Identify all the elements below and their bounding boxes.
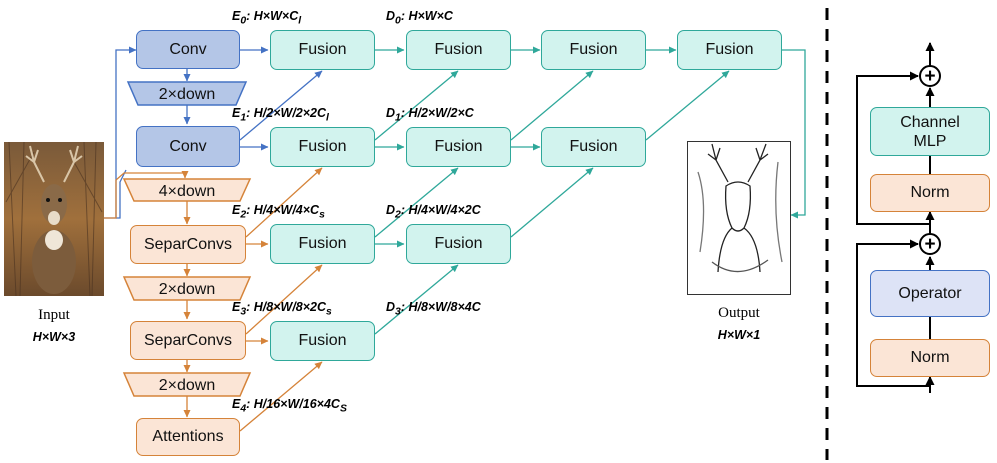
input-caption: Input: [38, 307, 70, 323]
channel-mlp-line2: MLP: [913, 132, 947, 150]
add-symbol-bottom: +: [924, 234, 935, 255]
fusion-1-1: Fusion: [406, 127, 511, 167]
add-symbol-top: +: [924, 66, 935, 87]
separ3-to-fusion20-arrow: [245, 264, 323, 335]
fusion-0-1: Fusion: [406, 30, 511, 70]
f11-to-f02-arrow: [510, 70, 594, 141]
separ2-box: SeparConvs: [130, 225, 246, 264]
label-d3: D3: H/8×W/8×4C: [386, 300, 481, 318]
conv1-box: Conv: [136, 126, 240, 167]
conv1-to-fusion00-arrow: [239, 70, 323, 141]
label-e0: E0: H×W×Cl: [232, 9, 302, 27]
down2c-trapezoid: [122, 372, 252, 397]
down2b-trapezoid: [122, 276, 252, 301]
fusion-1-2: Fusion: [541, 127, 646, 167]
label-d0: D0: H×W×C: [386, 9, 453, 27]
input-to-conv1-arrow: [116, 169, 127, 219]
down2c-label: 2×down: [159, 377, 216, 394]
operator-box: Operator: [870, 270, 990, 317]
separ3-box: SeparConvs: [130, 321, 246, 360]
norm-top-box: Norm: [870, 174, 990, 212]
output-caption: Output: [718, 305, 760, 321]
label-e2: E2: H/4×W/4×Cs: [232, 203, 325, 221]
norm-bottom-box: Norm: [870, 339, 990, 377]
channel-mlp-line1: Channel: [900, 113, 960, 131]
f20-to-f11-arrow: [374, 167, 459, 238]
down4-label: 4×down: [159, 183, 216, 200]
edge-map-icon: [697, 143, 783, 273]
add-circle-bottom: [919, 233, 941, 255]
fusion-0-0: Fusion: [270, 30, 375, 70]
separ2-to-fusion10-arrow: [245, 167, 323, 238]
residual2-arrow: [856, 71, 930, 225]
down2b-label: 2×down: [159, 281, 216, 298]
f03-to-output-arrow: [782, 49, 806, 219]
attentions-box: Attentions: [136, 418, 240, 456]
input-to-down4-arrow: [104, 171, 189, 219]
deer-photo-icon: [4, 141, 104, 297]
label-d1: D1: H/2×W/2×C: [386, 106, 474, 124]
f10-to-f01-arrow: [374, 70, 459, 141]
fusion-2-0: Fusion: [270, 224, 375, 264]
label-e1: E1: H/2×W/2×2Cl: [232, 106, 329, 124]
down4-trapezoid: [122, 178, 252, 202]
f21-to-f12-arrow: [510, 167, 594, 238]
residual1-arrow: [856, 239, 930, 387]
conv0-box: Conv: [136, 30, 240, 69]
down2-trapezoid: [126, 81, 248, 106]
output-shape: H×W×1: [717, 328, 761, 342]
label-e3: E3: H/8×W/8×2Cs: [232, 300, 332, 318]
fusion-0-3: Fusion: [677, 30, 782, 70]
f30-to-f21-arrow: [374, 264, 459, 335]
input-shape: H×W×3: [32, 330, 76, 344]
fusion-1-0: Fusion: [270, 127, 375, 167]
input-image: [4, 141, 104, 297]
down2-label: 2×down: [159, 86, 216, 103]
label-e4: E4: H/16×W/16×4CS: [232, 397, 347, 415]
channel-mlp-box: Channel MLP: [870, 107, 990, 156]
add-circle-top: [919, 65, 941, 87]
output-image: [687, 141, 791, 295]
attn-to-fusion30-arrow: [239, 361, 323, 432]
label-d2: D2: H/4×W/4×2C: [386, 203, 481, 221]
fusion-3-0: Fusion: [270, 321, 375, 361]
f12-to-f03-arrow: [645, 70, 730, 141]
fusion-0-2: Fusion: [541, 30, 646, 70]
fusion-2-1: Fusion: [406, 224, 511, 264]
